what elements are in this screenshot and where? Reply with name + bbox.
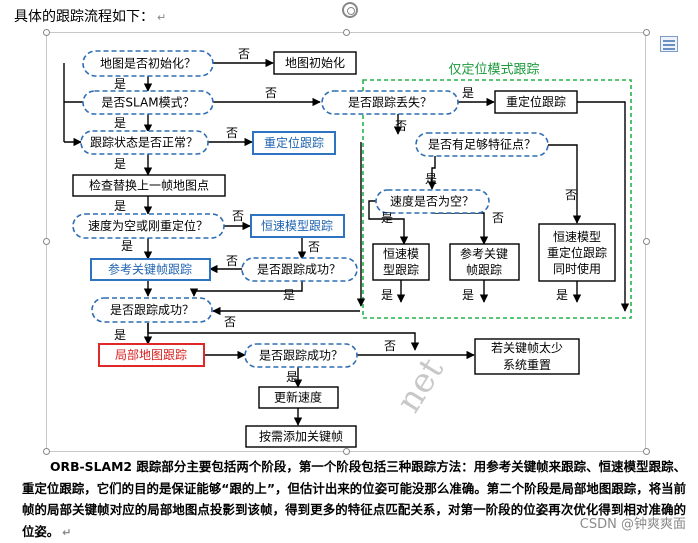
edge-label-yes: 是 [121,239,133,253]
resize-handle-s[interactable] [343,448,350,455]
edge-label-yes: 是 [462,86,474,100]
page-title: 具体的跟踪流程如下：↵ [14,9,167,25]
edge-label-no: 否 [265,86,277,100]
edge-label-yes: 是 [381,211,393,225]
decision-tracking-normal: 跟踪状态是否正常？ [80,130,209,155]
process-motion-model-tracking: 恒速模型跟踪 [250,214,345,238]
process-vo-motion-and-relocalization: 恒速模型 重定位跟踪 同时使用 [538,223,616,282]
edge-label-yes: 是 [462,288,474,302]
svg-text:参考关键: 参考关键 [460,246,508,261]
edge-label-yes: 是 [283,288,295,302]
resize-handle-w[interactable] [43,238,50,245]
svg-text:若关键帧太少: 若关键帧太少 [491,340,563,355]
process-local-map-tracking: 局部地图跟踪 [98,343,205,367]
svg-text:帧跟踪: 帧跟踪 [466,263,502,277]
edge-label-no: 否 [384,339,396,353]
svg-text:是否跟踪成功？: 是否跟踪成功？ [110,303,194,317]
edge-label-yes: 是 [114,328,126,342]
decision-tracking-lost: 是否跟踪丢失？ [321,90,459,115]
edge-label-yes: 是 [114,199,126,213]
process-reference-keyframe-tracking: 参考关键帧跟踪 [90,258,211,281]
svg-text:速度是否为空？: 速度是否为空？ [390,194,474,209]
process-check-replace-last-frame-points: 检查替换上一帧地图点 [72,174,226,197]
resize-handle-ne[interactable] [643,29,650,36]
process-add-keyframe: 按需添加关键帧 [245,425,357,448]
svg-text:检查替换上一帧地图点: 检查替换上一帧地图点 [89,178,209,193]
decision-velocity-null: 速度是否为空？ [375,189,490,214]
svg-text:重定位跟踪: 重定位跟踪 [547,245,607,260]
body-paragraph: ORB-SLAM2 跟踪部分主要包括两个阶段，第一个阶段包括三种跟踪方法：用参考… [22,459,686,539]
watermark-text: net [389,351,453,420]
edge-label-no: 否 [395,119,407,133]
decision-enough-features: 是否有足够特征点？ [415,132,549,157]
decision-tracking-success-c: 是否跟踪成功？ [244,343,358,368]
resize-handle-se[interactable] [643,448,650,455]
decision-tracking-success-a: 是否跟踪成功？ [241,257,358,282]
edge-label-yes: 是 [425,172,437,186]
paragraph-mark: ↵ [157,11,167,24]
localization-mode-group [362,79,632,319]
layout-options-icon[interactable] [660,36,678,52]
svg-text:是否跟踪丢失？: 是否跟踪丢失？ [348,95,432,110]
edge-label-no: 否 [238,47,250,61]
edge-label-no: 否 [308,240,320,254]
svg-text:跟踪状态是否正常？: 跟踪状态是否正常？ [90,136,198,150]
edge-label-yes: 是 [114,116,126,130]
edge-label-yes: 是 [556,288,568,302]
process-relocalization-1: 重定位跟踪 [494,90,578,114]
svg-text:恒速模: 恒速模 [383,247,419,261]
edge-label-yes: 是 [114,77,126,91]
edge-label-yes: 是 [286,370,298,384]
csdn-watermark: CSDN @钟爽爽面 [579,517,686,532]
svg-text:恒速模型: 恒速模型 [553,230,601,244]
svg-text:系统重置: 系统重置 [503,358,551,372]
decision-slam-mode: 是否SLAM模式？ [82,90,214,115]
process-vo-reference-keyframe: 参考关键 帧跟踪 [449,243,520,281]
edge-label-no: 否 [232,209,244,223]
edge-label-no: 否 [565,188,577,202]
decision-velocity-empty-or-just-relocalized: 速度为空或刚重定位？ [72,213,225,239]
edge-label-no: 否 [224,315,236,329]
svg-text:是否跟踪成功？: 是否跟踪成功？ [257,263,341,277]
svg-text:按需添加关键帧: 按需添加关键帧 [259,430,343,444]
svg-text:是否有足够特征点？: 是否有足够特征点？ [428,137,536,152]
edge-label-no: 否 [226,126,238,140]
svg-text:恒速模型跟踪: 恒速模型跟踪 [261,219,333,233]
svg-text:参考关键帧跟踪: 参考关键帧跟踪 [108,262,192,277]
svg-text:型跟踪: 型跟踪 [383,263,419,277]
resize-handle-e[interactable] [643,238,650,245]
svg-text:地图初始化: 地图初始化 [285,56,345,70]
group-label: 仅定位模式跟踪 [448,63,539,78]
edge-label-no: 否 [492,211,504,225]
paragraph-mark: ↵ [62,525,72,539]
process-vo-motion-model: 恒速模 型跟踪 [372,243,430,281]
edge-label-yes: 是 [114,157,126,171]
process-few-keyframes-reset: 若关键帧太少 系统重置 [474,338,580,375]
svg-text:重定位跟踪: 重定位跟踪 [264,135,324,150]
svg-text:同时使用: 同时使用 [553,261,601,276]
process-relocalization-2: 重定位跟踪 [252,131,336,155]
svg-text:更新速度: 更新速度 [274,390,322,405]
svg-text:局部地图跟踪: 局部地图跟踪 [115,347,187,362]
edge-label-no: 否 [226,254,238,268]
decision-map-initialized: 地图是否初始化？ [82,50,214,77]
svg-text:地图是否初始化？: 地图是否初始化？ [100,57,196,71]
process-map-initialization: 地图初始化 [273,51,357,75]
svg-text:是否跟踪成功？: 是否跟踪成功？ [259,349,343,363]
svg-text:重定位跟踪: 重定位跟踪 [506,94,566,109]
rotate-handle-icon[interactable] [342,2,358,18]
process-update-velocity: 更新速度 [258,386,339,409]
resize-handle-n[interactable] [343,29,350,36]
edge-label-yes: 是 [381,288,393,302]
svg-text:是否SLAM模式？: 是否SLAM模式？ [101,96,194,110]
svg-text:速度为空或刚重定位？: 速度为空或刚重定位？ [88,218,208,233]
resize-handle-nw[interactable] [43,29,50,36]
decision-tracking-success-b: 是否跟踪成功？ [91,297,213,323]
resize-handle-sw[interactable] [43,448,50,455]
